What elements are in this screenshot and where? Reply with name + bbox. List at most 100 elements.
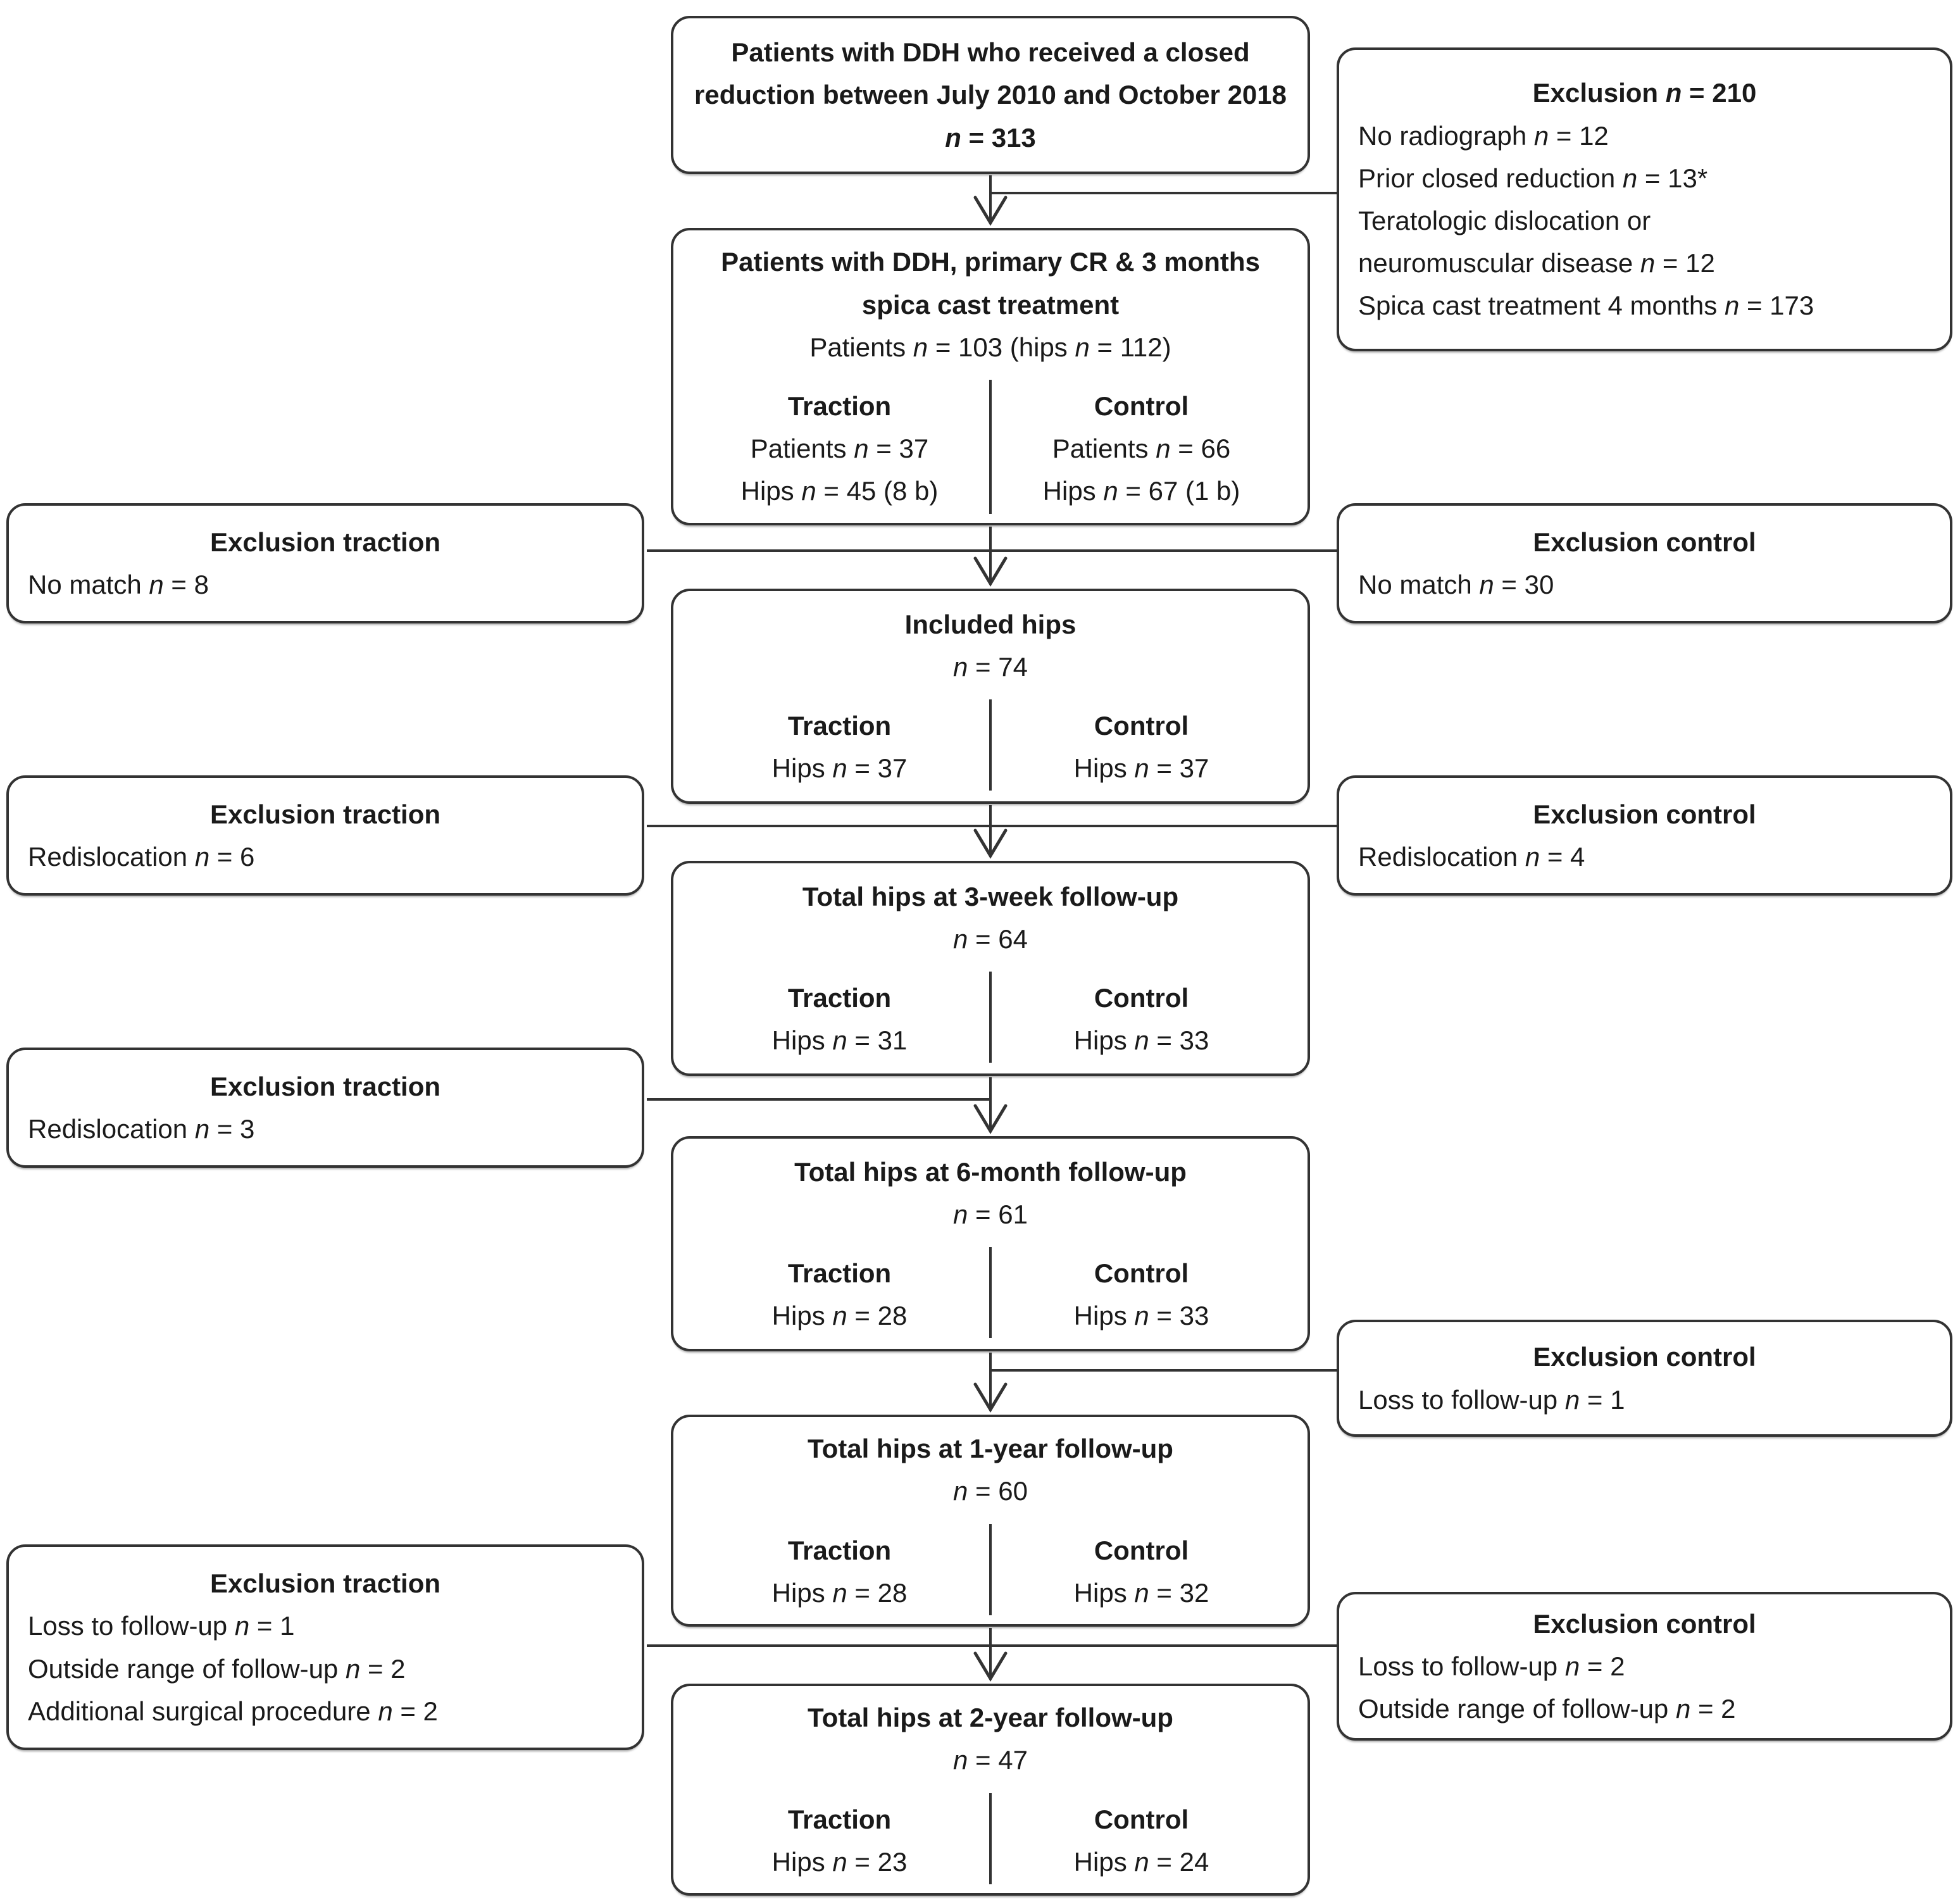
month6-columns: Traction Hips n = 28 Control Hips n = 33 [690, 1247, 1291, 1339]
exclusion-title: Exclusion traction [209, 799, 441, 829]
control-label: Control [1094, 1535, 1189, 1565]
control-column: Control Patients n = 66 Hips n = 67 (1 b… [992, 385, 1291, 513]
week3-columns: Traction Hips n = 31 Control Hips n = 33 [690, 972, 1291, 1063]
exclusion-item: No match n = 8 [28, 570, 209, 599]
exclusion-item: Redislocation n = 6 [28, 842, 255, 872]
box-exclusion-traction-final: Exclusion traction Loss to follow-up n =… [6, 1544, 644, 1750]
box-enrollment: Patients with DDH who received a closed … [671, 16, 1310, 174]
exclusion-item: Loss to follow-up n = 1 [1358, 1384, 1625, 1415]
traction-column: Traction Hips n = 28 [690, 1252, 989, 1337]
exclusion-title: Exclusion control [1533, 1342, 1756, 1372]
control-patients: Patients n = 66 [1052, 434, 1231, 464]
box-exclusion-control-final: Exclusion control Loss to follow-up n = … [1337, 1592, 1952, 1741]
column-divider [989, 380, 992, 514]
column-divider [989, 1793, 992, 1884]
year2-title: Total hips at 2-year follow-up [808, 1703, 1173, 1733]
box-exclusion-traction-redislocation6: Exclusion traction Redislocation n = 6 [6, 775, 644, 896]
box-exclusion-traction-match: Exclusion traction No match n = 8 [6, 503, 644, 623]
traction-label: Traction [787, 983, 892, 1013]
traction-hips: Hips n = 31 [771, 1025, 908, 1056]
traction-column: Traction Hips n = 31 [690, 977, 989, 1061]
traction-column: Traction Patients n = 37 Hips n = 45 (8 … [690, 385, 989, 513]
box-exclusion-control-match: Exclusion control No match n = 30 [1337, 503, 1952, 623]
box-exclusion-control-redislocation: Exclusion control Redislocation n = 4 [1337, 775, 1952, 896]
traction-column: Traction Hips n = 28 [690, 1529, 989, 1614]
traction-column: Traction Hips n = 23 [690, 1798, 989, 1883]
year2-columns: Traction Hips n = 23 Control Hips n = 24 [690, 1793, 1291, 1884]
included-columns: Traction Hips n = 37 Control Hips n = 37 [690, 699, 1291, 791]
control-label: Control [1094, 1258, 1189, 1288]
exclusion-item: Redislocation n = 3 [28, 1114, 255, 1144]
week3-n: n = 64 [953, 923, 1028, 954]
control-column: Control Hips n = 37 [992, 704, 1291, 789]
exclusion-item: Redislocation n = 4 [1358, 842, 1585, 872]
traction-hips: Hips n = 45 (8 b) [740, 476, 939, 506]
exclusion-title: Exclusion traction [209, 527, 441, 557]
traction-label: Traction [787, 1258, 892, 1288]
control-column: Control Hips n = 32 [992, 1529, 1291, 1614]
exclusion-item: No match n = 30 [1358, 570, 1554, 599]
exclusion-title: Exclusion control [1533, 1608, 1756, 1639]
exclusion-item: Loss to follow-up n = 2 [1358, 1651, 1625, 1681]
column-divider [989, 699, 992, 791]
box-week3-followup: Total hips at 3-week follow-up n = 64 Tr… [671, 861, 1310, 1076]
column-divider [989, 972, 992, 1063]
exclusion-title: Exclusion n = 210 [1532, 78, 1757, 108]
column-divider [989, 1523, 992, 1615]
control-column: Control Hips n = 33 [992, 977, 1291, 1061]
control-column: Control Hips n = 33 [992, 1252, 1291, 1337]
control-label: Control [1094, 983, 1189, 1013]
cohort-patients-line: Patients n = 103 (hips n = 112) [809, 332, 1171, 362]
traction-label: Traction [787, 1804, 892, 1834]
box-exclusion-traction-redislocation3: Exclusion traction Redislocation n = 3 [6, 1048, 644, 1168]
exclusion-item: Spica cast treatment 4 months n = 173 [1358, 291, 1814, 321]
exclusion-item: Outside range of follow-up n = 2 [28, 1653, 406, 1684]
box-exclusion-control-loss: Exclusion control Loss to follow-up n = … [1337, 1320, 1952, 1437]
control-label: Control [1094, 711, 1189, 741]
month6-title: Total hips at 6-month follow-up [794, 1156, 1187, 1187]
year2-n: n = 47 [953, 1745, 1028, 1775]
exclusion-item: Additional surgical procedure n = 2 [28, 1696, 438, 1726]
control-label: Control [1094, 1804, 1189, 1834]
control-hips: Hips n = 33 [1073, 1025, 1209, 1056]
control-label: Control [1094, 391, 1189, 421]
enrollment-title: Patients with DDH who received a closed … [694, 37, 1287, 153]
box-year2-followup: Total hips at 2-year follow-up n = 47 Tr… [671, 1684, 1310, 1896]
box-year1-followup: Total hips at 1-year follow-up n = 60 Tr… [671, 1415, 1310, 1627]
exclusion-item: neuromuscular disease n = 12 [1358, 248, 1715, 278]
exclusion-title: Exclusion control [1533, 799, 1756, 829]
traction-hips: Hips n = 23 [771, 1846, 908, 1877]
traction-patients: Patients n = 37 [750, 434, 929, 464]
box-included-hips: Included hips n = 74 Traction Hips n = 3… [671, 589, 1310, 804]
control-hips: Hips n = 33 [1073, 1301, 1209, 1331]
traction-label: Traction [787, 391, 892, 421]
year1-columns: Traction Hips n = 28 Control Hips n = 32 [690, 1523, 1291, 1615]
year1-title: Total hips at 1-year follow-up [808, 1434, 1173, 1464]
control-hips: Hips n = 32 [1073, 1577, 1209, 1608]
exclusion-item: No radiograph n = 12 [1358, 120, 1609, 151]
exclusion-item: Outside range of follow-up n = 2 [1358, 1694, 1736, 1724]
traction-hips: Hips n = 28 [771, 1301, 908, 1331]
control-column: Control Hips n = 24 [992, 1798, 1291, 1883]
included-title: Included hips [904, 609, 1077, 639]
control-hips: Hips n = 24 [1073, 1846, 1209, 1877]
control-hips: Hips n = 67 (1 b) [1042, 476, 1240, 506]
cohort-columns: Traction Patients n = 37 Hips n = 45 (8 … [690, 380, 1291, 514]
year1-n: n = 60 [953, 1476, 1028, 1506]
included-n: n = 74 [953, 651, 1028, 682]
traction-hips: Hips n = 28 [771, 1577, 908, 1608]
month6-n: n = 61 [953, 1199, 1028, 1229]
traction-hips: Hips n = 37 [771, 753, 908, 784]
traction-label: Traction [787, 1535, 892, 1565]
exclusion-title: Exclusion control [1533, 527, 1756, 557]
exclusion-item: Teratologic dislocation or [1358, 206, 1651, 235]
exclusion-title: Exclusion traction [209, 1568, 441, 1599]
traction-column: Traction Hips n = 37 [690, 704, 989, 789]
exclusion-title: Exclusion traction [209, 1071, 441, 1101]
box-exclusion-initial: Exclusion n = 210 No radiograph n = 12 P… [1337, 47, 1952, 351]
box-cohort: Patients with DDH, primary CR & 3 months… [671, 228, 1310, 525]
cohort-title: Patients with DDH, primary CR & 3 months… [721, 247, 1260, 320]
box-month6-followup: Total hips at 6-month follow-up n = 61 T… [671, 1136, 1310, 1351]
